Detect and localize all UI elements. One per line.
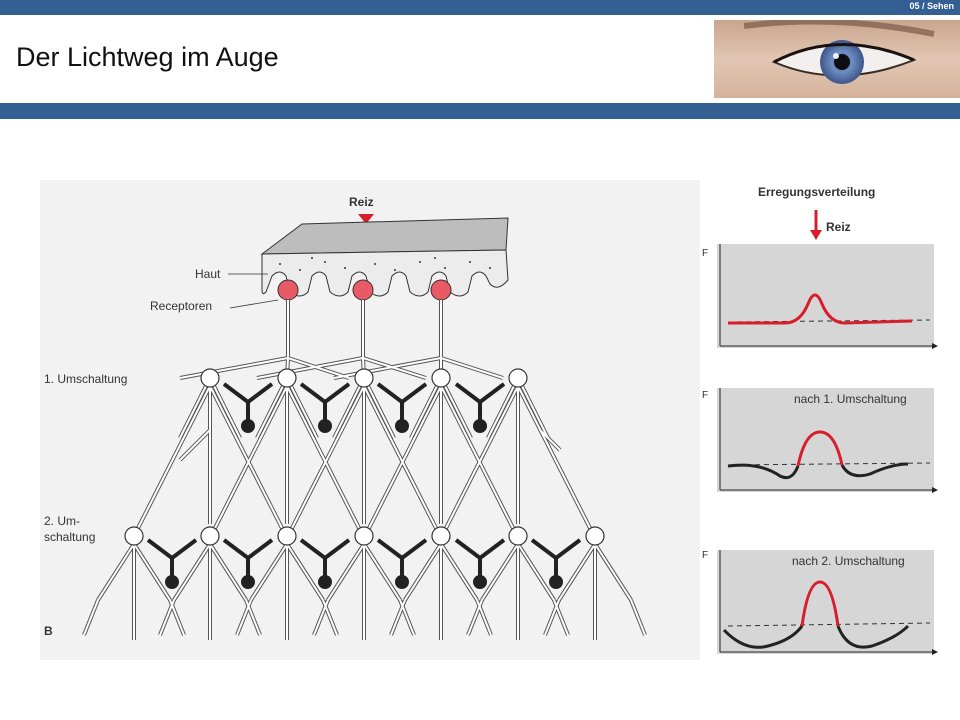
inhibitory-neuron-body xyxy=(395,419,409,433)
neuron-node-l2 xyxy=(277,526,297,546)
neuron-node-l1 xyxy=(200,368,220,388)
haut-label: Haut xyxy=(195,267,221,281)
inhibitory-neuron xyxy=(222,382,274,420)
umschaltung-2-label-line1: 2. Um- xyxy=(44,514,80,528)
neuron-node-l2 xyxy=(124,526,144,546)
top-bar: 05 / Sehen xyxy=(0,0,960,15)
umschaltung-1-label: 1. Umschaltung xyxy=(44,372,128,386)
receptoren-label: Receptoren xyxy=(150,299,213,313)
inhibitory-neurons xyxy=(146,382,582,589)
graph-reiz-label: Reiz xyxy=(826,220,851,234)
reiz-label: Reiz xyxy=(349,195,374,209)
page-title: Der Lichtweg im Auge xyxy=(16,42,279,72)
neuron-node-l1 xyxy=(508,368,528,388)
graph-3-axis-label: F xyxy=(702,550,709,561)
inhibitory-neuron-body xyxy=(241,575,255,589)
reiz-arrow-icon xyxy=(358,214,374,224)
neuron-node-l2 xyxy=(585,526,605,546)
skin-block xyxy=(260,217,509,297)
inhibitory-neuron xyxy=(146,538,198,576)
graph-3-caption: nach 2. Umschaltung xyxy=(792,554,905,568)
inhibitory-neuron-body xyxy=(165,575,179,589)
graph-panel-2 xyxy=(717,388,938,493)
inhibitory-neuron xyxy=(222,538,274,576)
neuron-node-l2 xyxy=(431,526,451,546)
neuron-node-l2 xyxy=(200,526,220,546)
inhibitory-neuron-body xyxy=(549,575,563,589)
graph-2-axis-label: F xyxy=(702,390,709,401)
title-underline-bar xyxy=(0,103,960,119)
inhibitory-neuron xyxy=(376,538,428,576)
graph-1-axis-label: F xyxy=(702,248,709,259)
neuron-node-l2 xyxy=(508,526,528,546)
inhibitory-neuron xyxy=(530,538,582,576)
panel-letter: B xyxy=(44,624,53,638)
inhibitory-neuron xyxy=(454,538,506,576)
neuron-node-l1 xyxy=(431,368,451,388)
inhibitory-neuron-body xyxy=(473,419,487,433)
inhibitory-neuron-body xyxy=(473,575,487,589)
graph-2-caption: nach 1. Umschaltung xyxy=(794,392,907,406)
inhibitory-neuron xyxy=(299,538,351,576)
graph-panel-1 xyxy=(717,244,938,349)
inhibitory-neuron xyxy=(454,382,506,420)
neuron-node-l2 xyxy=(354,526,374,546)
neuron-node-l1 xyxy=(354,368,374,388)
inhibitory-neuron xyxy=(299,382,351,420)
umschaltung-2-label-line2: schaltung xyxy=(44,530,96,544)
graphs-title: Erregungsverteilung xyxy=(758,185,876,199)
inhibitory-neuron-body xyxy=(318,419,332,433)
inhibitory-neuron-body xyxy=(241,419,255,433)
slide-code: 05 / Sehen xyxy=(909,1,954,11)
neuron-nodes xyxy=(124,368,605,546)
graph-panel-3 xyxy=(717,550,938,655)
eye-photo-icon xyxy=(714,20,960,98)
inhibitory-neuron-body xyxy=(395,575,409,589)
lateral-inhibition-figure: Reiz Haut Receptoren 1. Umschaltung 2. U… xyxy=(40,180,940,660)
neuron-node-l1 xyxy=(277,368,297,388)
inhibitory-neuron-body xyxy=(318,575,332,589)
inhibitory-neuron xyxy=(376,382,428,420)
